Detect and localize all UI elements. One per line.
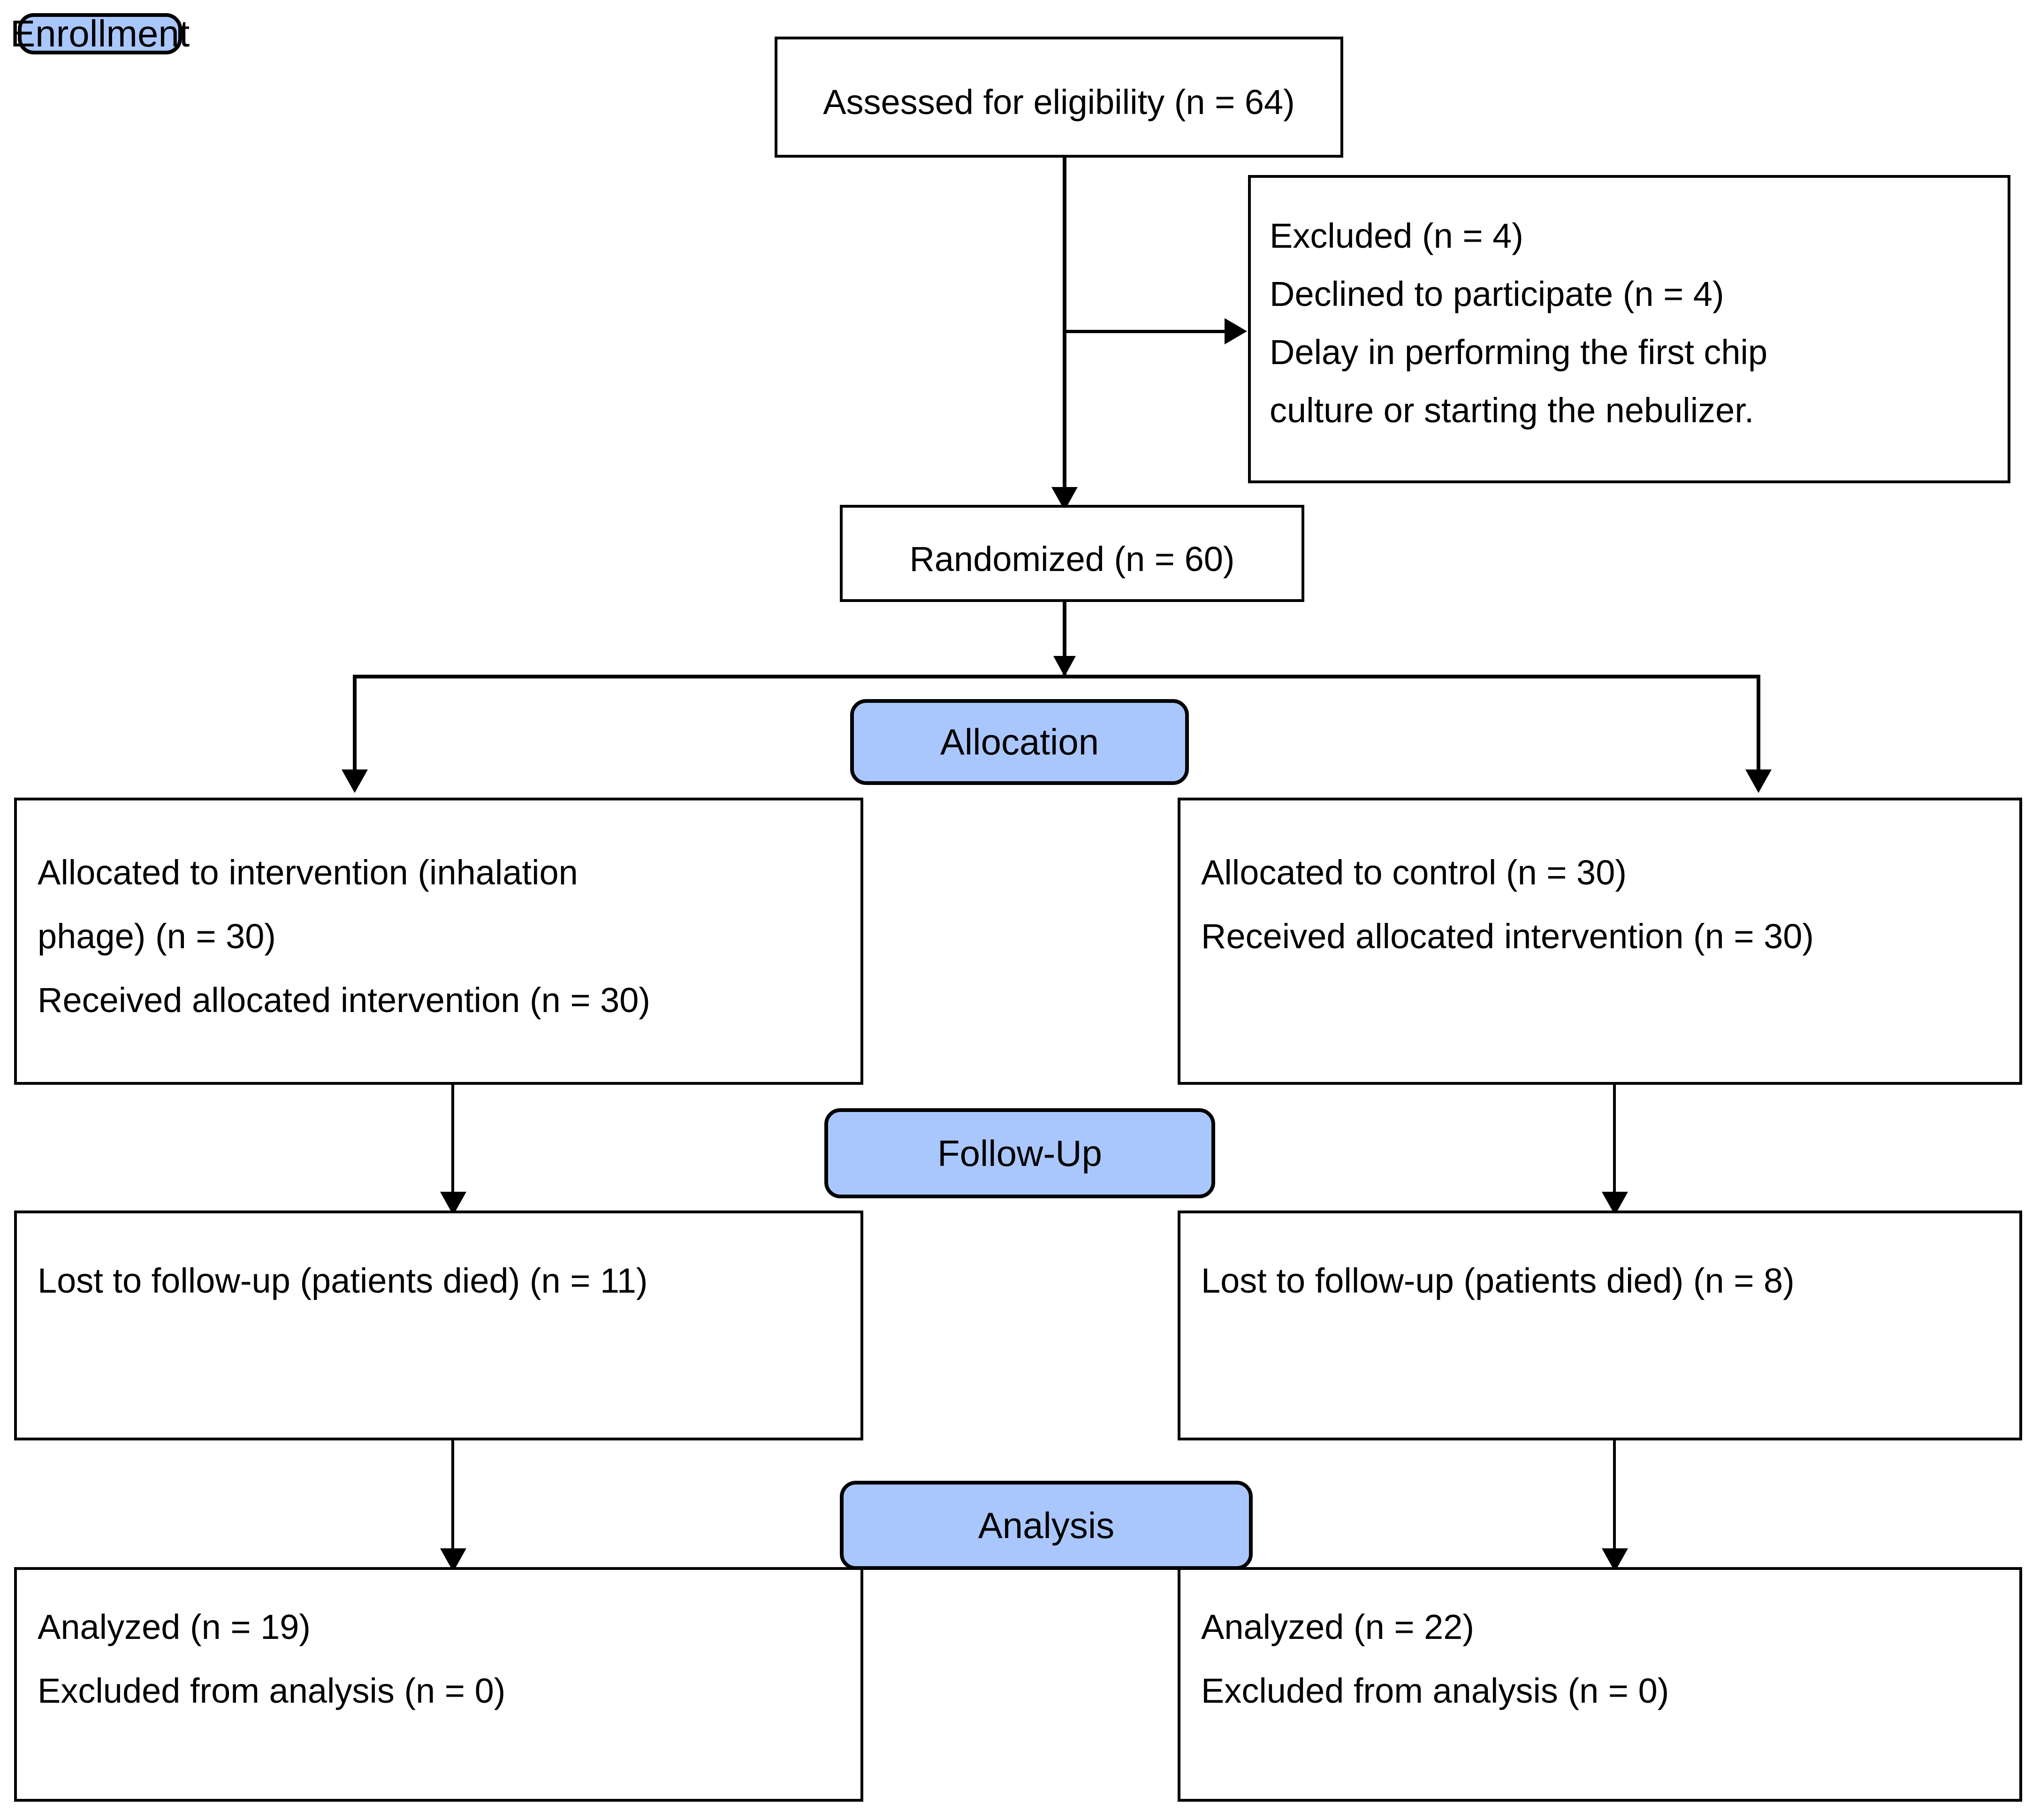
node-randomized-text: Randomized (n = 60) [909, 540, 1235, 579]
node-excluded-line-4: culture or starting the nebulizer. [1270, 391, 1754, 430]
stage-label-enrollment-text: Enrollment [10, 13, 190, 54]
node-excluded: Excluded (n = 4) Declined to participate… [1248, 175, 2010, 483]
arrowhead-randomized-split [1053, 656, 1076, 677]
node-analyzed-intervention: Analyzed (n = 19) Excluded from analysis… [14, 1567, 863, 1802]
connector-control-to-followup [1613, 1085, 1616, 1207]
node-assessed-text: Assessed for eligibility (n = 64) [823, 83, 1295, 122]
node-allocated-intervention: Allocated to intervention (inhalation ph… [14, 798, 863, 1085]
connector-split-to-intervention [353, 675, 357, 780]
node-allocated-intervention-line-1: Allocated to intervention (inhalation [38, 853, 578, 892]
connector-followup-to-analysis-left [451, 1440, 454, 1563]
node-excluded-line-1: Excluded (n = 4) [1270, 216, 1523, 255]
stage-label-analysis-text: Analysis [978, 1504, 1115, 1546]
stage-label-followup-text: Follow-Up [937, 1132, 1103, 1174]
node-lost-followup-intervention-text: Lost to follow-up (patients died) (n = 1… [38, 1261, 648, 1300]
connector-allocation-split-bar [353, 675, 1760, 678]
node-lost-followup-control: Lost to follow-up (patients died) (n = 8… [1178, 1211, 2022, 1440]
node-analyzed-control: Analyzed (n = 22) Excluded from analysis… [1178, 1567, 2022, 1802]
node-lost-followup-intervention: Lost to follow-up (patients died) (n = 1… [14, 1211, 863, 1440]
stage-label-followup: Follow-Up [824, 1108, 1215, 1198]
arrowhead-into-excluded [1225, 318, 1247, 344]
node-analyzed-intervention-line-1: Analyzed (n = 19) [38, 1607, 311, 1646]
stage-label-allocation: Allocation [850, 699, 1189, 785]
connector-split-to-control [1757, 675, 1760, 780]
node-allocated-intervention-line-2: phage) (n = 30) [38, 917, 276, 956]
stage-label-analysis: Analysis [840, 1481, 1253, 1570]
connector-intervention-to-followup [451, 1085, 454, 1207]
stage-label-allocation-text: Allocation [940, 721, 1099, 762]
node-excluded-line-2: Declined to participate (n = 4) [1270, 274, 1724, 313]
node-analyzed-intervention-line-2: Excluded from analysis (n = 0) [38, 1671, 506, 1710]
node-allocated-control: Allocated to control (n = 30) Received a… [1178, 798, 2022, 1085]
node-excluded-line-3: Delay in performing the first chip [1270, 333, 1768, 372]
node-randomized: Randomized (n = 60) [840, 505, 1304, 602]
node-allocated-control-line-1: Allocated to control (n = 30) [1201, 853, 1627, 892]
node-lost-followup-control-text: Lost to follow-up (patients died) (n = 8… [1201, 1261, 1795, 1300]
connector-followup-to-analysis-right [1613, 1440, 1616, 1563]
connector-randomized-down [1063, 602, 1066, 675]
stage-label-enrollment: Enrollment [10, 13, 190, 54]
arrowhead-into-intervention [342, 769, 368, 793]
connector-assessed-to-randomized [1063, 158, 1066, 505]
node-analyzed-control-line-1: Analyzed (n = 22) [1201, 1607, 1475, 1646]
node-analyzed-control-line-2: Excluded from analysis (n = 0) [1201, 1671, 1669, 1710]
node-assessed-for-eligibility: Assessed for eligibility (n = 64) [775, 37, 1343, 158]
node-allocated-intervention-line-3: Received allocated intervention (n = 30) [38, 981, 651, 1020]
arrowhead-into-control [1745, 769, 1772, 793]
connector-assessed-to-excluded [1065, 330, 1230, 333]
node-allocated-control-line-2: Received allocated intervention (n = 30) [1201, 917, 1814, 956]
